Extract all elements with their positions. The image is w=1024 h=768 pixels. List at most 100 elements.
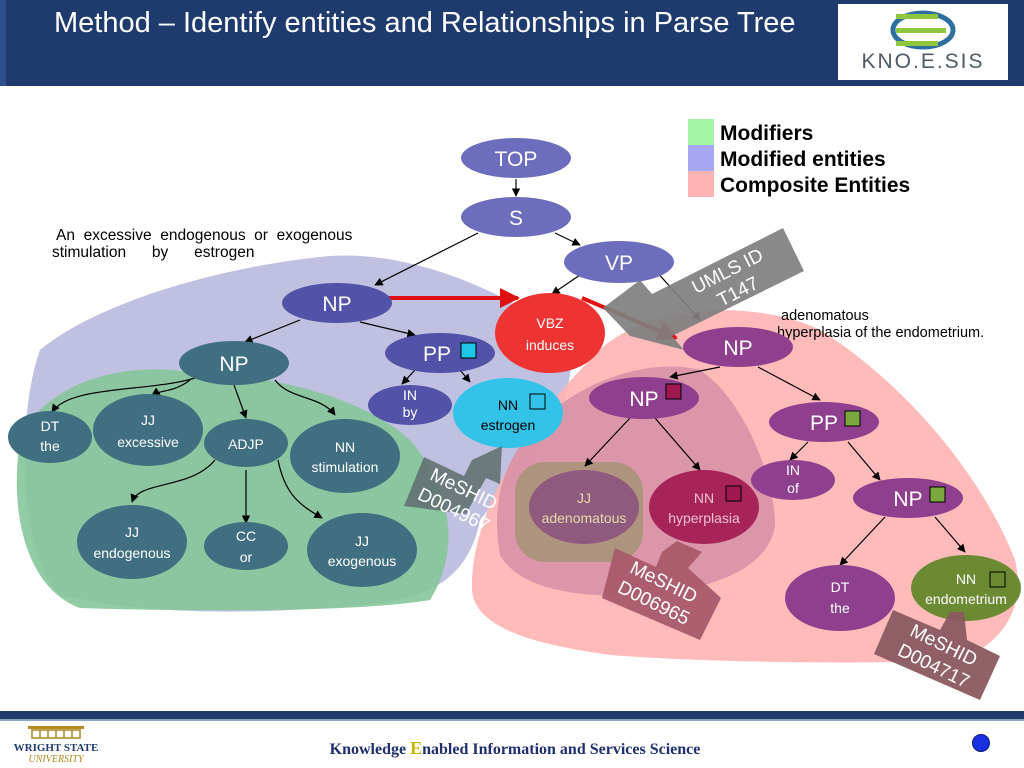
node-jj-adenomatous: JJ adenomatous [529, 470, 639, 544]
wright-state-logo: WRIGHT STATE UNIVERSITY [6, 722, 106, 766]
wright-state-building-icon [28, 726, 84, 739]
legend-swatch-modifiers [688, 119, 714, 145]
node-np-endo: NP [853, 478, 963, 518]
legend: Modifiers Modified entities Composite En… [688, 119, 910, 197]
node-vp-label: VP [605, 252, 633, 275]
node-vbz-induces: VBZ induces [495, 293, 605, 373]
node-np-endo-label: NP [893, 488, 922, 511]
node-cc-or: CC or [204, 522, 288, 570]
node-dt-the1-tag: DT [41, 418, 60, 434]
legend-swatch-composite [688, 171, 714, 197]
node-pp-of-label: PP [810, 412, 838, 435]
sentence-part4: hyperplasia of the endometrium. [777, 325, 984, 341]
node-nn-estrogen-marker [529, 393, 546, 410]
node-nn-endometrium-tag: NN [956, 571, 976, 587]
node-np-right: NP [683, 327, 793, 367]
node-jj-endogenous: JJ endogenous [77, 505, 187, 579]
node-in-by: IN by [368, 385, 452, 425]
legend-label-modified: Modified entities [720, 148, 886, 171]
node-jj-excessive-word: excessive [117, 434, 179, 450]
node-np-left: NP [282, 283, 392, 323]
mesh-hyperplasia-callout: MeSHID D006965 [602, 541, 721, 640]
node-top: TOP [461, 138, 571, 178]
node-in-by-tag: IN [403, 387, 417, 403]
sentence-part1: An excessive endogenous or exogenous [56, 227, 353, 244]
node-nn-endometrium-marker [989, 571, 1006, 588]
footer-tagline: Knowledge Enabled Information and Servic… [240, 738, 790, 759]
node-np-hyper-label: NP [629, 388, 658, 411]
node-s: S [461, 197, 571, 237]
legend-label-composite: Composite Entities [720, 174, 910, 197]
node-vbz-word: induces [526, 337, 574, 353]
footer-tagline-part2: nabled Information and Services Science [422, 741, 701, 758]
node-dt-the1: DT the [8, 411, 92, 463]
node-vp: VP [564, 241, 674, 283]
node-dt-the2-word: the [830, 600, 850, 616]
node-adjp: ADJP [204, 419, 288, 467]
node-in-by-word: by [403, 404, 418, 420]
navigation-dot[interactable] [972, 734, 990, 752]
node-pp-of-marker [844, 410, 861, 427]
slide-title: Method – Identify entities and Relations… [54, 7, 796, 39]
sentence-part2: stimulation by estrogen [52, 244, 254, 261]
node-pp-of: PP [769, 402, 879, 442]
node-pp-by: PP [385, 333, 495, 373]
node-nn-endometrium-word: endometrium [925, 591, 1007, 607]
node-np-hyper-marker [665, 383, 682, 400]
node-nn-estrogen-tag: NN [498, 397, 518, 413]
mesh-endometrium-callout: MeSHID D004717 [874, 610, 1000, 700]
node-pp-by-marker [460, 342, 477, 359]
node-nn-stimulation: NN stimulation [290, 419, 400, 493]
node-nn-endometrium: NN endometrium [911, 555, 1021, 621]
node-dt-the2: DT the [785, 565, 895, 631]
node-jj-adenomatous-tag: JJ [577, 490, 591, 506]
node-nn-hyperplasia-marker [725, 485, 742, 502]
node-nn-hyperplasia-word: hyperplasia [668, 510, 740, 526]
node-np-mod-label: NP [219, 353, 248, 376]
node-nn-estrogen: NN estrogen [453, 378, 563, 448]
parse-tree-diagram: Modifiers Modified entities Composite En… [8, 119, 1021, 700]
node-nn-hyperplasia: NN hyperplasia [649, 470, 759, 544]
footer-rule [0, 711, 1024, 719]
node-nn-hyperplasia-tag: NN [694, 490, 714, 506]
node-np-endo-marker [929, 486, 946, 503]
node-cc-or-tag: CC [236, 528, 256, 544]
header-accent [0, 0, 6, 86]
node-adjp-label: ADJP [228, 436, 264, 452]
node-vbz-tag: VBZ [536, 315, 564, 331]
knoesis-logo: KNO.E.SIS [838, 4, 1008, 80]
node-jj-exogenous-tag: JJ [355, 533, 369, 549]
legend-swatch-modified [688, 145, 714, 171]
logo-text: KNO.E.SIS [861, 50, 985, 73]
footer-tagline-e: E [410, 738, 423, 758]
node-in-of-word: of [787, 480, 799, 496]
node-nn-stimulation-tag: NN [335, 439, 355, 455]
node-np-mod: NP [179, 341, 289, 385]
legend-label-modifiers: Modifiers [720, 122, 813, 145]
node-jj-exogenous: JJ exogenous [307, 513, 417, 587]
node-jj-excessive: JJ excessive [93, 394, 203, 466]
node-jj-endogenous-tag: JJ [125, 524, 139, 540]
node-nn-stimulation-word: stimulation [312, 459, 379, 475]
node-in-of: IN of [751, 460, 835, 500]
footer-rule-thin [0, 719, 1024, 721]
node-jj-adenomatous-word: adenomatous [542, 510, 627, 526]
node-np-right-label: NP [723, 337, 752, 360]
node-dt-the2-tag: DT [831, 579, 850, 595]
node-dt-the1-word: the [40, 438, 60, 454]
node-jj-excessive-tag: JJ [141, 412, 155, 428]
header-bar: Method – Identify entities and Relations… [0, 0, 1024, 86]
sentence-part3: adenomatous [781, 308, 869, 324]
node-np-hyper: NP [589, 377, 699, 419]
node-nn-estrogen-word: estrogen [481, 417, 535, 433]
node-jj-endogenous-word: endogenous [93, 545, 170, 561]
node-top-label: TOP [495, 148, 538, 171]
node-cc-or-word: or [240, 549, 253, 565]
node-in-of-tag: IN [786, 462, 800, 478]
wright-state-name: WRIGHT STATE [13, 742, 99, 754]
node-jj-exogenous-word: exogenous [328, 553, 397, 569]
node-np-left-label: NP [322, 293, 351, 316]
node-pp-by-label: PP [423, 343, 451, 366]
wright-state-university: UNIVERSITY [28, 754, 84, 765]
node-s-label: S [509, 207, 523, 230]
